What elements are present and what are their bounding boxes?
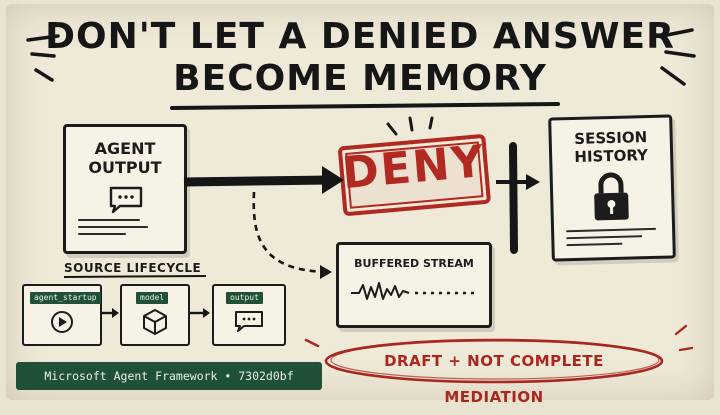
buffered-stream-card: BUFFERED STREAM (336, 242, 492, 328)
badge-sketch-marks (304, 324, 694, 352)
history-arrow-head (526, 174, 540, 190)
play-icon (51, 311, 73, 333)
chat-bubble-icon (235, 311, 263, 332)
lifecycle-arrow-head (203, 308, 210, 318)
lifecycle-step-tag: agent_startup (30, 292, 101, 304)
infographic: DON'T LET A DENIED ANSWER BECOME MEMORY … (16, 16, 696, 406)
lifecycle-label-underline (63, 275, 207, 278)
title-line-1: DON'T LET A DENIED ANSWER (45, 16, 675, 57)
lifecycle-step-agent-startup: agent_startup (22, 284, 102, 346)
main-flow-arrow-head (322, 166, 344, 194)
lifecycle-step-tag: output (226, 292, 263, 304)
agent-output-label: AGENT OUTPUT (66, 139, 184, 177)
title-sketch-marks (26, 28, 696, 86)
lifecycle-step-tag: model (136, 292, 169, 304)
diagram-strokes (26, 28, 696, 384)
chat-bubble-icon (109, 186, 143, 214)
agent-output-label-line-1: AGENT (94, 139, 156, 158)
stamp-burst-marks (386, 116, 434, 136)
title-line-2: BECOME MEMORY (173, 58, 547, 99)
padlock-icon (594, 172, 629, 221)
lifecycle-step-output: output (212, 284, 286, 346)
status-badge: DRAFT + NOT COMPLETE MEDIATION (384, 352, 604, 406)
buffer-dashed-arrow (252, 191, 327, 274)
source-lifecycle-label: SOURCE LIFECYCLE (64, 261, 202, 275)
badge-ellipse (324, 338, 664, 384)
agent-output-label-line-2: OUTPUT (88, 158, 162, 177)
buffered-stream-label: BUFFERED STREAM (354, 257, 474, 270)
session-history-card: SESSION HISTORY (548, 114, 676, 262)
main-flow-arrow (183, 175, 331, 187)
agent-output-card: AGENT OUTPUT (63, 124, 187, 254)
waveform-icon (351, 282, 475, 300)
cube-icon (143, 309, 167, 335)
buffer-dashed-arrow-head (320, 265, 332, 279)
agent-output-text-lines (78, 219, 148, 240)
footer-tag: Microsoft Agent Framework • 7302d0bf (16, 362, 322, 390)
lifecycle-step-model: model (120, 284, 190, 346)
barrier-bar (509, 142, 518, 254)
lifecycle-arrow-head (112, 308, 119, 318)
